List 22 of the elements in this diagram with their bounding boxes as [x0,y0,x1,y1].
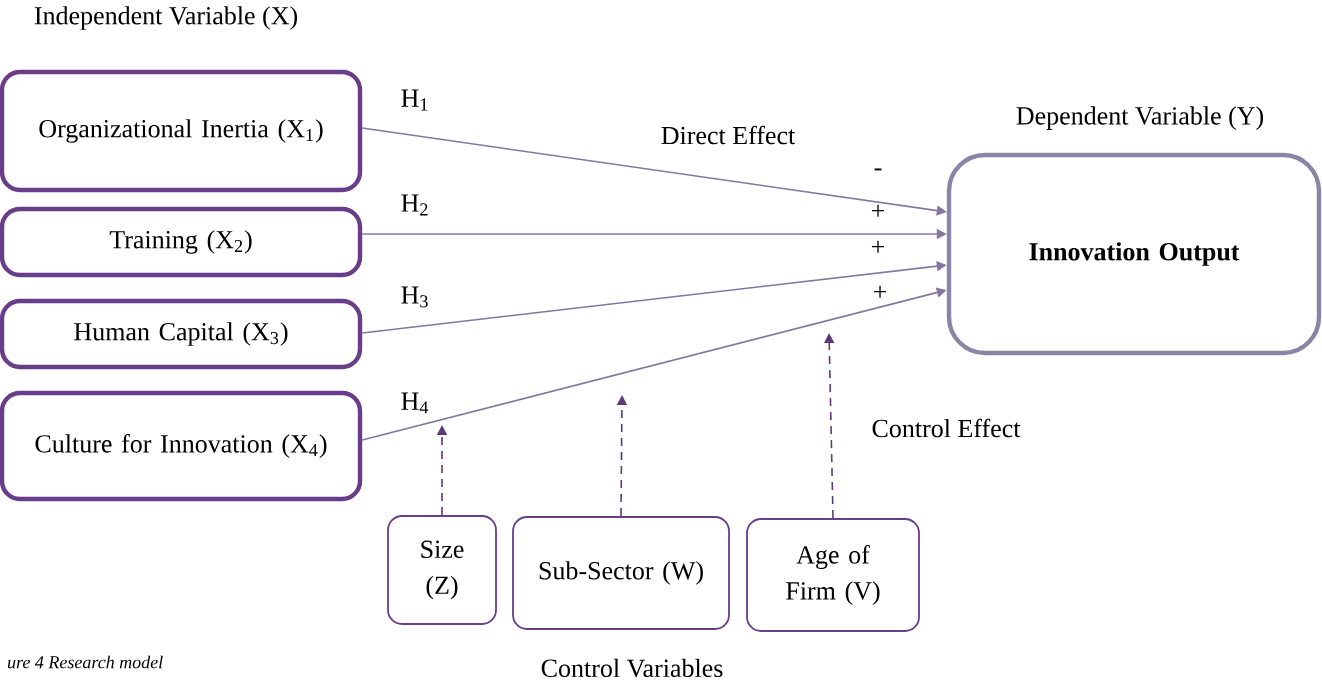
column-heading: Independent Variable (X) [34,6,297,30]
effect-label: Direct Effect [661,125,796,145]
group-label: Control Variables [541,658,723,678]
hypothesis-label: H$_{4}$ [398,390,432,416]
variable-box: Training (X$_{2}$) [0,206,363,278]
hypothesis-label: H$_{3}$ [398,284,432,310]
control-box: Sub-Sector (W) [512,516,730,630]
sign-label: + [871,204,885,217]
sign-label: + [871,240,885,253]
sign-label: + [873,285,887,298]
hypothesis-label: H$_{1}$ [398,87,432,113]
sign-label: - [874,168,882,171]
hypothesis-label: H$_{2}$ [398,192,432,218]
variable-box: Organizational Inertia (X$_{1}$) [0,69,363,193]
variable-box: Human Capital (X$_{3}$) [0,298,363,370]
outcome-box: Innovation Output [946,152,1322,356]
caption: ure 4 Research model [8,655,163,669]
effect-label: Control Effect [872,418,1021,438]
box-heading: Dependent Variable (Y) [1016,106,1264,130]
control-box: Size (Z) [387,515,497,625]
control-box: Age of Firm (V) [746,518,920,632]
variable-box: Culture for Innovation (X$_{4}$) [0,390,363,502]
